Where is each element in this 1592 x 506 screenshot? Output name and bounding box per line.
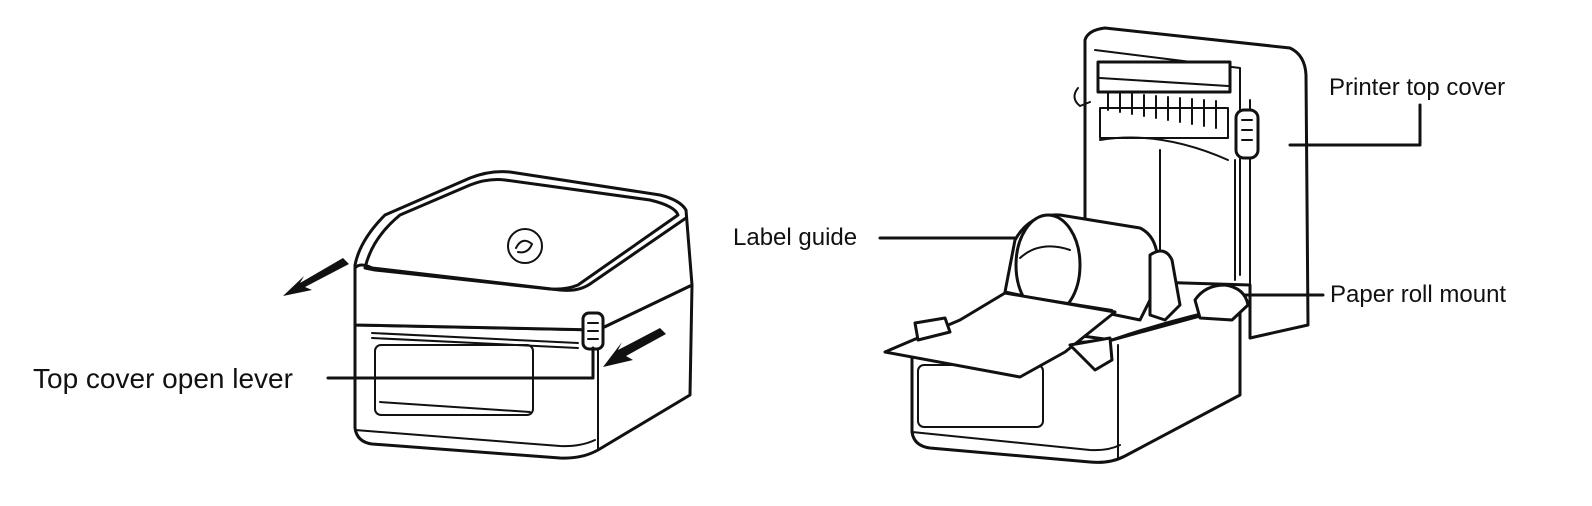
label-guide-label: Label guide xyxy=(733,224,857,251)
top-cover-leader-line xyxy=(1288,103,1422,147)
top-cover-open-lever-label: Top cover open lever xyxy=(33,363,293,394)
lever-leader-line xyxy=(326,346,595,380)
logo-icon xyxy=(507,228,543,264)
open-printer xyxy=(883,26,1310,464)
arrow-left-down-icon xyxy=(603,328,666,367)
lever-icon xyxy=(581,311,605,351)
arrow-left-up-icon xyxy=(283,258,349,296)
paper-roll-mount-label: Paper roll mount xyxy=(1330,281,1506,308)
closed-printer xyxy=(283,170,694,460)
printer-top-cover-label: Printer top cover xyxy=(1329,74,1505,101)
